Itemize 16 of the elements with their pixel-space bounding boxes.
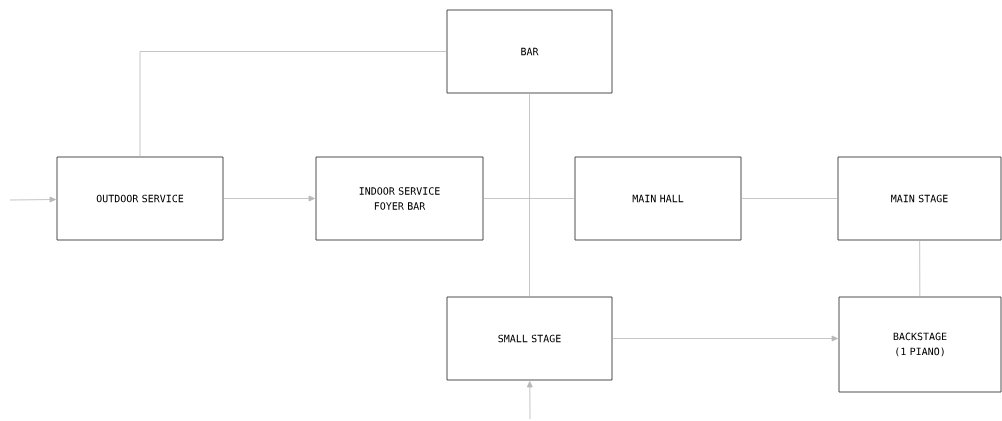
connector-line [529, 93, 530, 297]
room-box: MAIN STAGE [837, 156, 1002, 241]
room-box: BAR [446, 9, 613, 94]
connector-line [919, 240, 921, 297]
connector-line [139, 51, 447, 157]
connector-arrow [9, 196, 56, 203]
room-box: BACKSTAGE (1 PIANO) [838, 296, 1002, 393]
room-box: INDOOR SERVICE FOYER BAR [315, 156, 484, 241]
connector-line [741, 198, 838, 199]
connector-arrow [612, 335, 838, 342]
connector-arrow [223, 195, 315, 202]
connector-line [483, 198, 575, 199]
room-box: MAIN HALL [574, 156, 742, 241]
room-box: OUTDOOR SERVICE [56, 156, 224, 241]
connector-arrow [526, 381, 533, 420]
room-box: SMALL STAGE [446, 296, 613, 381]
